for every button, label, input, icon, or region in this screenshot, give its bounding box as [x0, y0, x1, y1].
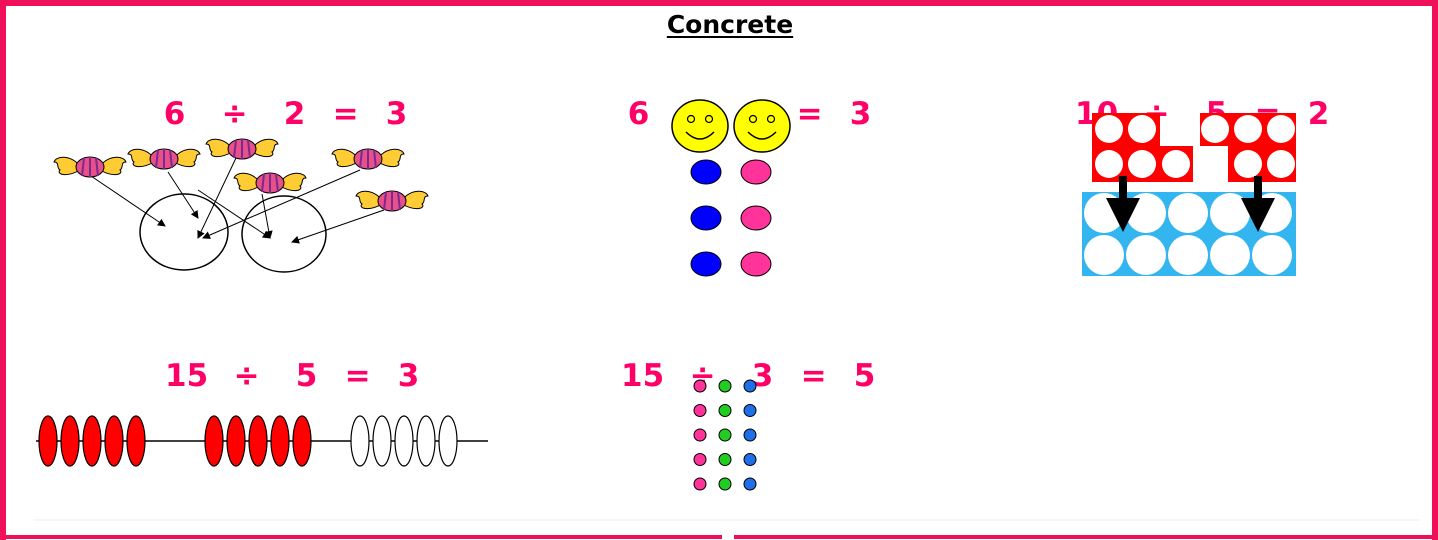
- array-dot: [719, 405, 731, 417]
- array-dot: [694, 380, 706, 392]
- array-dot: [744, 478, 756, 490]
- array-dot: [719, 478, 731, 490]
- array-dot: [744, 380, 756, 392]
- array-dot: [694, 429, 706, 441]
- array-dot: [719, 454, 731, 466]
- array-dot: [744, 429, 756, 441]
- array-dot: [719, 429, 731, 441]
- array-dot: [719, 380, 731, 392]
- array-dot: [694, 478, 706, 490]
- array-dot: [694, 405, 706, 417]
- array-dot: [694, 454, 706, 466]
- array-dot: [744, 405, 756, 417]
- array-dot: [744, 454, 756, 466]
